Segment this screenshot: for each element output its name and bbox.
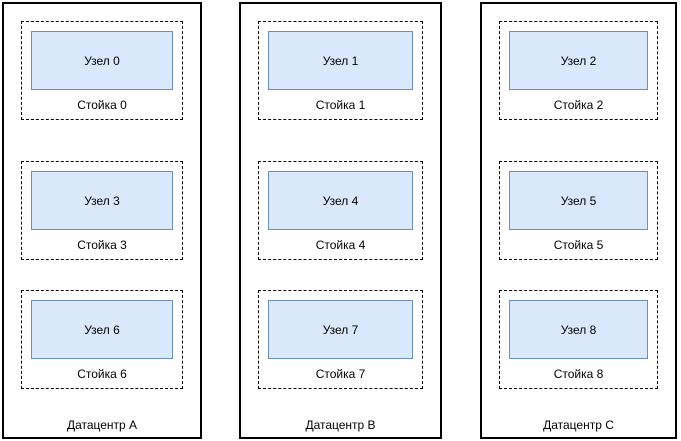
- node-3-label: Узел 3: [84, 193, 120, 208]
- node-0-shape: Узел 0: [31, 31, 173, 90]
- node-7-shape: Узел 7: [268, 300, 413, 359]
- node-1-shape: Узел 1: [268, 31, 413, 90]
- node-7-label: Узел 7: [322, 322, 359, 337]
- rack-7-label: Стойка 7: [315, 366, 366, 381]
- rack-0-label: Стойка 0: [77, 97, 127, 112]
- rack-1-label: Стойка 1: [315, 97, 366, 112]
- rack-1-container: Узел 1 Стойка 1: [258, 21, 423, 120]
- node-8-label: Узел 8: [560, 322, 597, 337]
- rack-8-label: Стойка 8: [553, 366, 604, 381]
- node-5-label: Узел 5: [560, 193, 597, 208]
- node-6-label: Узел 6: [84, 322, 120, 337]
- datacenter-c-label: Датацентр C: [543, 418, 614, 432]
- rack-5-container: Узел 5 Стойка 5: [499, 161, 658, 260]
- rack-4-container: Узел 4 Стойка 4: [258, 161, 423, 260]
- node-4-label: Узел 4: [322, 193, 359, 208]
- rack-0-container: Узел 0 Стойка 0: [21, 21, 183, 120]
- rack-3-container: Узел 3 Стойка 3: [21, 161, 183, 260]
- node-3-shape: Узел 3: [31, 171, 173, 230]
- rack-3-label: Стойка 3: [77, 237, 127, 252]
- datacenter-b-container: Узел 1 Стойка 1 Узел 4 Стойка 4 Узел 7 С…: [239, 2, 442, 439]
- node-5-shape: Узел 5: [509, 171, 648, 230]
- datacenter-a-container: Узел 0 Стойка 0 Узел 3 Стойка 3 Узел 6 С…: [2, 2, 202, 439]
- node-8-shape: Узел 8: [509, 300, 648, 359]
- rack-2-label: Стойка 2: [553, 97, 604, 112]
- rack-6-container: Узел 6 Стойка 6: [21, 290, 183, 389]
- node-0-label: Узел 0: [84, 53, 120, 68]
- rack-8-container: Узел 8 Стойка 8: [499, 290, 658, 389]
- rack-5-label: Стойка 5: [553, 237, 604, 252]
- node-6-shape: Узел 6: [31, 300, 173, 359]
- rack-2-container: Узел 2 Стойка 2: [499, 21, 658, 120]
- datacenter-b-label: Датацентр B: [305, 418, 376, 432]
- node-2-label: Узел 2: [560, 53, 597, 68]
- datacenter-c-container: Узел 2 Стойка 2 Узел 5 Стойка 5 Узел 8 С…: [480, 2, 677, 439]
- datacenter-a-label: Датацентр A: [66, 418, 138, 432]
- node-2-shape: Узел 2: [509, 31, 648, 90]
- node-4-shape: Узел 4: [268, 171, 413, 230]
- rack-7-container: Узел 7 Стойка 7: [258, 290, 423, 389]
- node-1-label: Узел 1: [322, 53, 359, 68]
- rack-4-label: Стойка 4: [315, 237, 366, 252]
- rack-6-label: Стойка 6: [77, 366, 127, 381]
